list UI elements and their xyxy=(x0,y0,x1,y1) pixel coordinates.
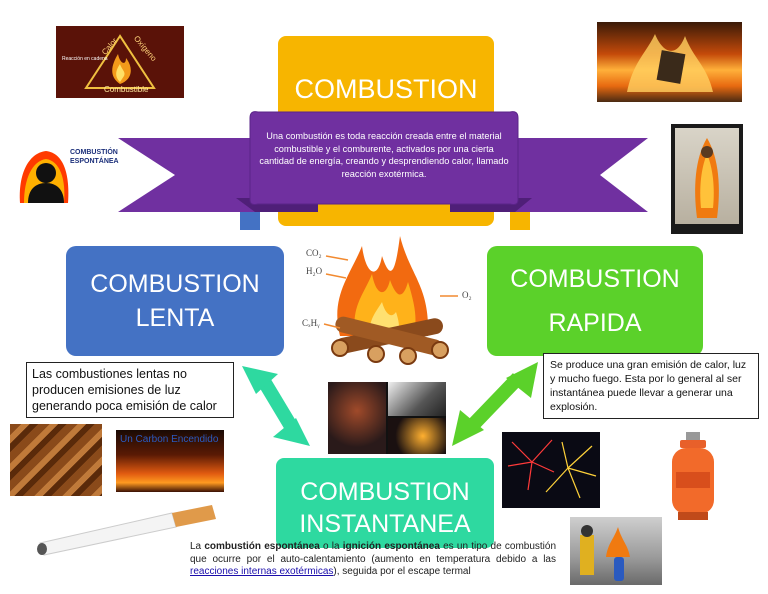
firefighter-graphic xyxy=(580,525,630,581)
ember-caption: Un Carbon Encendido xyxy=(120,434,219,445)
label-co2: CO₂ xyxy=(306,248,322,258)
footer-text-3: es un tipo de combustión que ocurre por … xyxy=(190,541,557,565)
collage-tile-1 xyxy=(328,382,386,454)
blue-tab xyxy=(240,212,260,230)
spontaneous-label-1: COMBUSTIÓN xyxy=(70,149,118,156)
rapida-note: Se produce una gran emisión de calor, lu… xyxy=(543,353,759,419)
fireworks-graphic xyxy=(507,439,597,499)
instantanea-title-line2: INSTANTANEA xyxy=(299,510,471,538)
footer-link-reacciones[interactable]: reacciones internas exotérmicas xyxy=(190,566,334,577)
rapida-title-line2: RAPIDA xyxy=(548,309,642,337)
footer-text-1: La xyxy=(190,541,205,552)
orange-tab xyxy=(510,212,530,230)
label-h2o: H₂O xyxy=(306,266,323,276)
combustion-definition: Una combustión es toda reacción creada e… xyxy=(259,131,509,179)
combustion-title: COMBUSTION xyxy=(294,74,478,104)
explosion-collage xyxy=(328,382,446,454)
spontaneous-combustion-paragraph: La combustión espontánea o la ignición e… xyxy=(190,541,556,579)
campfire-illustration xyxy=(323,236,458,365)
fire-triangle-graphic xyxy=(84,34,156,89)
left-double-arrow xyxy=(242,366,310,446)
triangle-caption: Reacción en cadena xyxy=(62,56,108,62)
ribbon-center xyxy=(249,111,519,205)
gas-cylinder xyxy=(672,432,714,520)
instantanea-title-line1: COMBUSTION xyxy=(300,478,470,506)
cigarette xyxy=(37,505,216,556)
lenta-title-line2: LENTA xyxy=(135,304,215,332)
burning-person-inner xyxy=(675,128,739,224)
label-o2: O₂ xyxy=(462,290,472,300)
collage-tile-2 xyxy=(388,382,446,416)
lenta-title-line1: COMBUSTION xyxy=(90,270,260,298)
combustion-lenta-box: COMBUSTION LENTA xyxy=(66,246,284,356)
ribbon-left-tail xyxy=(118,138,255,212)
triangle-combustible: Combustible xyxy=(104,85,149,94)
spontaneous-combustion-image: COMBUSTIÓN ESPONTÁNEA xyxy=(18,145,119,203)
fire-triangle-image: Calor Oxígeno Combustible Reacción en ca… xyxy=(56,26,184,98)
fire-figure xyxy=(695,138,719,218)
burning-car-photo xyxy=(597,22,742,102)
burning-person-photo xyxy=(671,124,743,234)
footer-bold-2: ignición espontánea xyxy=(342,541,440,552)
label-fuel: CₓHᵧ xyxy=(302,318,320,328)
combustion-rapida-box: COMBUSTION RAPIDA xyxy=(487,246,703,356)
right-double-arrow xyxy=(452,362,538,446)
rapida-title-line1: COMBUSTION xyxy=(510,265,680,293)
collage-tile-3 xyxy=(388,418,446,454)
footer-text-4: ), seguida por el escape termal xyxy=(333,566,471,577)
fireworks-photo xyxy=(502,432,600,508)
flames-graphic xyxy=(627,34,713,92)
burning-ember-photo: Un Carbon Encendido xyxy=(116,430,224,492)
logs xyxy=(331,316,449,365)
lenta-note: Las combustiones lentas no producen emis… xyxy=(26,362,234,418)
spontaneous-label-2: ESPONTÁNEA xyxy=(70,158,119,165)
footer-text-2: o la xyxy=(319,541,343,552)
burning-person-silhouette xyxy=(19,151,69,203)
ribbon-right-tail xyxy=(515,138,648,212)
footer-bold-1: combustión espontánea xyxy=(204,541,320,552)
firefighter-photo xyxy=(570,517,662,585)
combustion-instantanea-box: COMBUSTION INSTANTANEA xyxy=(276,458,494,548)
rusty-chain-photo xyxy=(10,424,102,496)
